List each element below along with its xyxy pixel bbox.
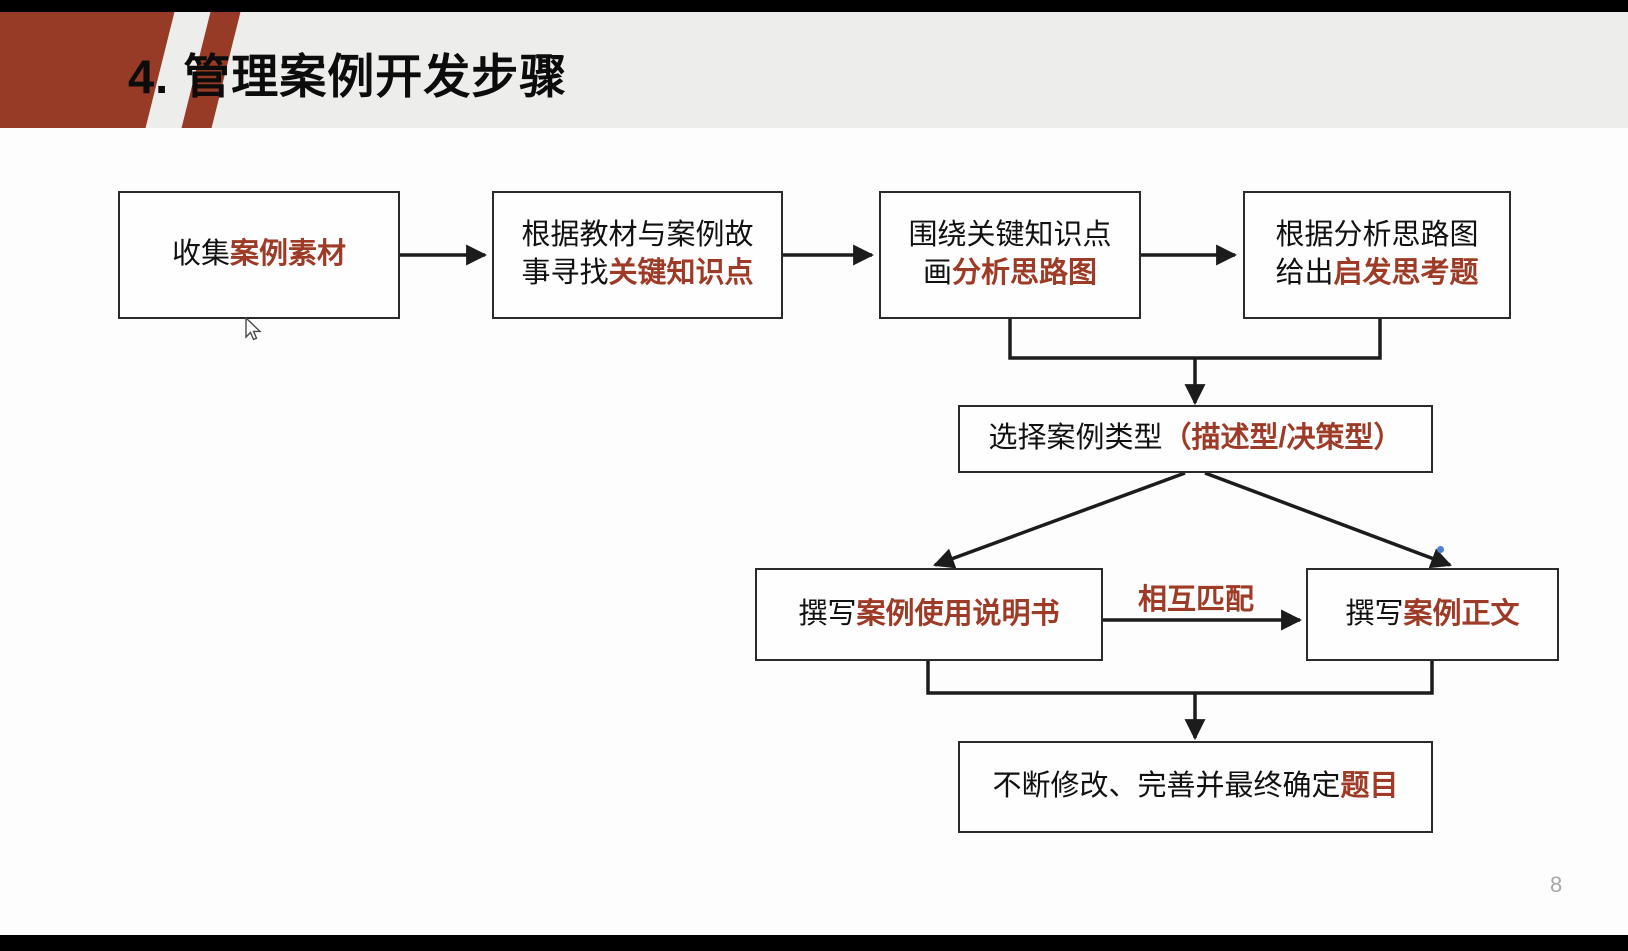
node-text-line: 画分析思路图 [923,255,1097,293]
node-give-questions[interactable]: 根据分析思路图 给出启发思考题 [1243,191,1511,319]
node-text-accent: 关键知识点 [608,257,754,289]
edge-merge-n6-n7 [926,661,1434,695]
node-text-plain: 根据分析思路图 [1275,219,1479,252]
slide-canvas: 4. 管理案例开发步骤 [0,12,1628,935]
node-text-plain: 围绕关键知识点 [908,219,1112,252]
node-text-line: 根据教材与案例故 [521,217,753,255]
node-text-plain: 根据教材与案例故 [521,219,754,252]
flowchart-connectors [400,244,1452,741]
edge-label-mutual-match: 相互匹配 [1138,584,1255,616]
node-text-line: 给出启发思考题 [1275,255,1478,293]
node-text-plain: 画 [922,257,952,289]
node-text-line: 选择案例类型（描述型/决策型） [988,420,1402,458]
page-title: 4. 管理案例开发步骤 [128,50,568,103]
node-choose-case-type[interactable]: 选择案例类型（描述型/决策型） [958,405,1433,473]
node-collect-material[interactable]: 收集案例素材 [118,191,400,319]
node-text-accent: 分析思路图 [952,257,1098,289]
node-find-key-points[interactable]: 根据教材与案例故 事寻找关键知识点 [492,191,783,319]
node-text-line: 事寻找关键知识点 [521,255,753,293]
node-text-line: 撰写案例使用说明书 [798,596,1059,634]
bottom-letterbox-bar [0,935,1628,951]
edge-n5-n7 [1204,471,1452,569]
node-text-plain: 撰写 [798,597,857,630]
page-number: 8 [1550,872,1563,897]
slide-header: 4. 管理案例开发步骤 [0,12,1628,128]
edge-n5-n6 [933,471,1186,569]
node-text-accent: 案例素材 [230,238,347,271]
node-draw-analysis-map[interactable]: 围绕关键知识点 画分析思路图 [879,191,1141,319]
node-text-plain: 事寻找 [521,257,609,289]
node-write-case-body[interactable]: 撰写案例正文 [1306,568,1559,661]
node-write-usage-manual[interactable]: 撰写案例使用说明书 [755,568,1103,661]
blue-dot-marker [1437,546,1444,553]
node-text-accent: 案例使用说明书 [856,597,1060,630]
node-text-accent: 题目 [1340,770,1399,803]
node-text-plain: 收集 [171,238,230,271]
node-text-line: 收集案例素材 [172,236,346,274]
node-text-accent: 启发思考题 [1333,257,1479,289]
node-text-accent: （描述型/决策型） [1162,422,1403,455]
node-text-accent: 案例正文 [1403,597,1520,630]
node-text-line: 不断修改、完善并最终确定题目 [992,768,1398,806]
node-text-plain: 不断修改、完善并最终确定 [992,770,1341,803]
node-text-line: 撰写案例正文 [1345,596,1519,634]
node-text-plain: 给出 [1275,257,1334,289]
node-finalize-title[interactable]: 不断修改、完善并最终确定题目 [958,741,1433,833]
top-letterbox-bar [0,0,1628,12]
node-text-line: 围绕关键知识点 [908,217,1111,255]
node-text-plain: 撰写 [1345,597,1404,630]
flowchart: 收集案例素材 根据教材与案例故 事寻找关键知识点 围绕关键知识点 画分析思路图 … [0,128,1628,935]
node-text-plain: 选择案例类型 [988,422,1163,455]
node-text-line: 根据分析思路图 [1275,217,1478,255]
